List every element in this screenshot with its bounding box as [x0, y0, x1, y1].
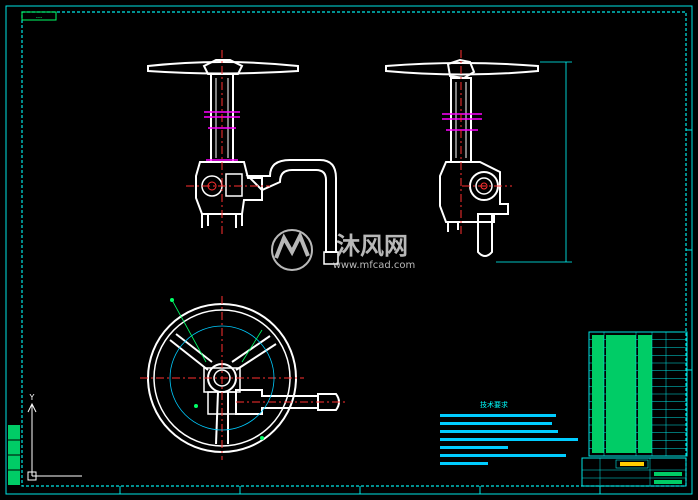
technical-notes: 技术要求 — [440, 400, 578, 465]
top-left-tag-label: --- — [36, 14, 43, 21]
front-view — [147, 50, 339, 265]
left-margin-strip — [8, 425, 20, 485]
top-view — [140, 296, 346, 460]
top-left-tag: --- — [21, 11, 57, 21]
watermark-brand: 沐风网 — [336, 232, 408, 260]
ucs-axis-icon — [27, 402, 82, 481]
title-block — [581, 457, 687, 487]
side-view — [385, 50, 572, 263]
notes-title: 技术要求 — [480, 400, 508, 409]
watermark: 沐风网 www.mfcad.com — [271, 229, 416, 271]
watermark-logo-icon — [271, 229, 313, 271]
frame-ticks — [119, 129, 692, 494]
watermark-url: www.mfcad.com — [333, 260, 416, 271]
ucs-axis-label: Y — [29, 393, 35, 402]
bom-table — [588, 331, 688, 457]
